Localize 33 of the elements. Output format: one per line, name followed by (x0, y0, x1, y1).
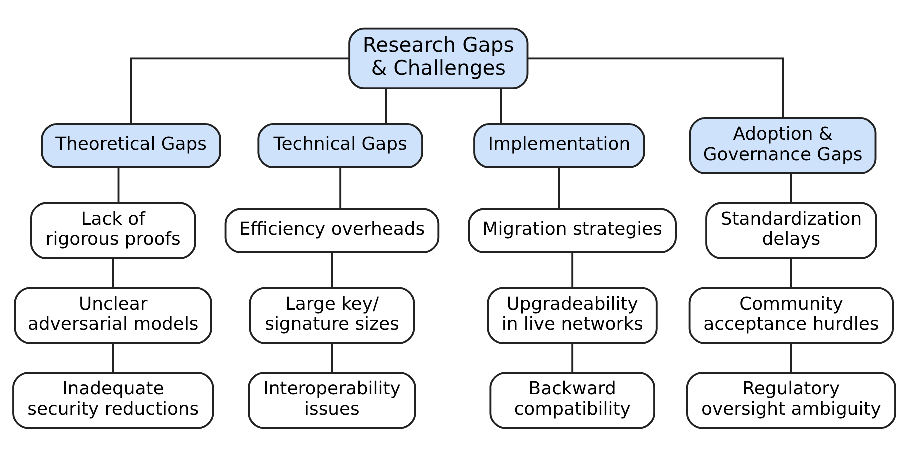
connector (331, 343, 334, 373)
node-box: Unclear adversarial models (14, 286, 212, 344)
connector (112, 343, 114, 373)
connector (500, 88, 502, 124)
node-box: Technical Gaps (258, 123, 424, 168)
connector (112, 258, 114, 288)
node-box: Standardization delays (706, 202, 878, 259)
node-box: Interoperability issues (248, 372, 416, 429)
connector (572, 252, 574, 288)
node-box: Implementation (474, 123, 646, 168)
connector (340, 167, 342, 208)
connector (130, 57, 350, 124)
node-box: Inadequate security reductions (12, 372, 214, 429)
connector (572, 343, 574, 373)
node-box: Efficiency overheads (224, 208, 440, 253)
node-box: Regulatory oversight ambiguity (686, 372, 896, 429)
connector (790, 258, 792, 288)
connector (790, 343, 792, 373)
node-box: Theoretical Gaps (41, 123, 222, 168)
node-box: Community acceptance hurdles (688, 286, 894, 344)
node-box: Large key/ signature sizes (249, 286, 416, 344)
connector (331, 252, 334, 288)
node-box: Migration strategies (468, 208, 677, 253)
connector (118, 167, 120, 203)
node-box: Research Gaps & Challenges (348, 27, 529, 90)
node-box: Lack of rigorous proofs (30, 202, 196, 259)
connector (385, 88, 387, 124)
node-box: Upgradeability in live networks (487, 286, 658, 344)
connector (528, 57, 784, 118)
connector (790, 173, 792, 203)
node-box: Backward compatibility (490, 372, 656, 429)
node-box: Adoption & Governance Gaps (689, 117, 877, 174)
connector (558, 167, 560, 208)
